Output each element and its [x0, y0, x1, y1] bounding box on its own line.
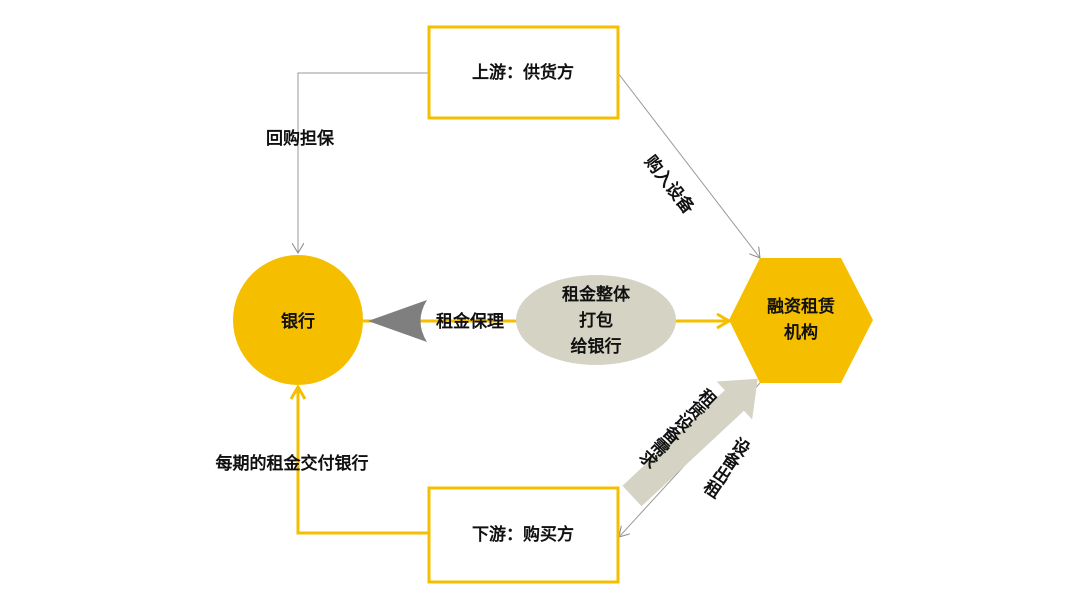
package-label-line2: 打包	[579, 310, 613, 331]
lessor-label-line2: 机构	[784, 322, 818, 343]
supplier-label: 上游：供货方	[472, 62, 574, 83]
periodic-rent-line	[298, 387, 428, 535]
package-label-line3: 给银行	[571, 336, 622, 357]
buyback-guarantee-label: 回购担保	[266, 128, 335, 149]
purchase-equipment-line	[617, 72, 760, 258]
bank-node[interactable]	[233, 255, 363, 385]
lessor-node[interactable]	[729, 258, 873, 383]
buyer-label: 下游：购买方	[472, 524, 574, 545]
rent-factoring-arrowhead	[368, 300, 427, 342]
rent-factoring-label: 租金保理	[436, 311, 504, 332]
supplier-box[interactable]	[427, 25, 620, 120]
purchase-equipment-label: 购入设备	[640, 151, 699, 218]
package-label-line1: 租金整体	[562, 284, 631, 305]
bank-label: 银行	[281, 311, 315, 332]
periodic-rent-label: 每期的租金交付银行	[216, 453, 369, 474]
lease-demand-arrow	[622, 378, 758, 507]
buyer-box[interactable]	[427, 486, 620, 584]
buyback-guarantee-line	[298, 72, 428, 253]
package-node[interactable]	[516, 275, 676, 365]
lessor-label-line1: 融资租赁	[767, 296, 835, 317]
